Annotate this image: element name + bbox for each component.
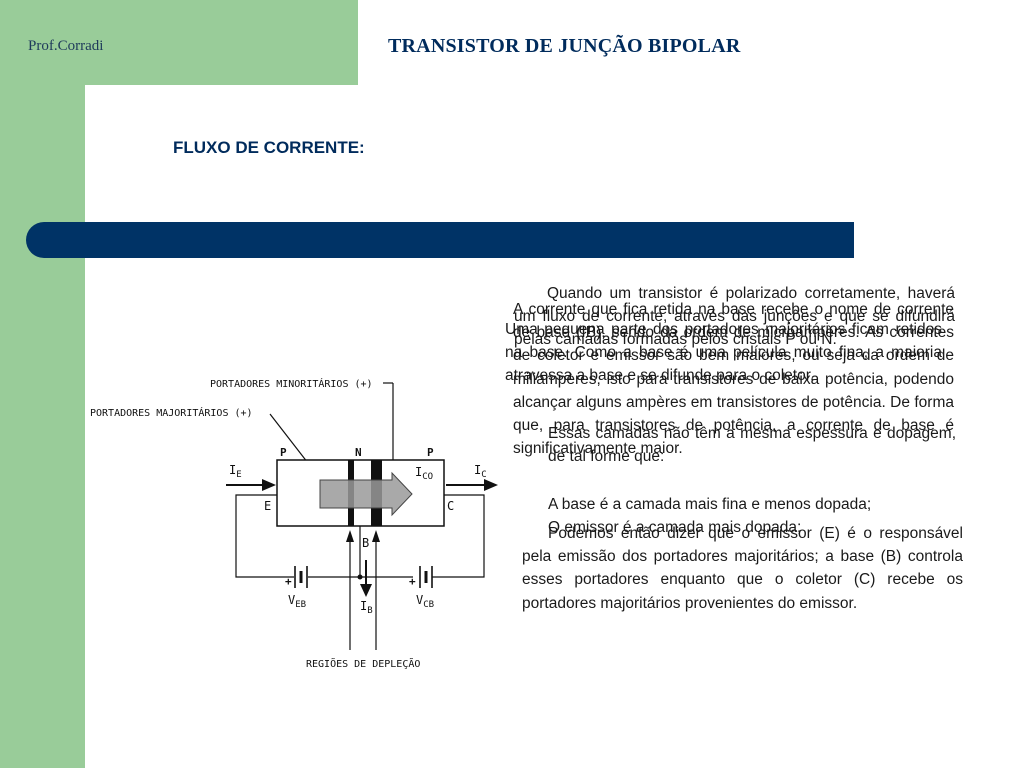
left-sidebar-band [0,0,85,768]
region-label-p-right: P [427,446,434,459]
paragraph-emitter-layer: O emissor é a camada mais dopada; [548,519,802,536]
emitter-wire [235,494,294,578]
veb-label: VEB [288,593,306,610]
section-subtitle: FLUXO DE CORRENTE: [173,138,365,157]
ie-label: IE [229,463,242,480]
collector-wire [432,494,485,578]
ico-label: ICO [415,465,433,482]
transistor-current-flow-diagram: P N P PORTADORES MINORITÁRIOS (+) PORTAD… [90,377,498,670]
majority-flow-arrow [319,471,413,517]
paragraph-base-layer: A base é a camada mais fina e menos dopa… [548,496,872,513]
veb-plus-sign: + [285,575,292,588]
region-label-n: N [355,446,362,459]
top-left-header-band [0,0,358,85]
terminal-e-label: E [264,499,271,513]
label-minority-carriers: PORTADORES MINORITÁRIOS (+) [210,377,373,390]
terminal-c-label: C [447,499,454,513]
decorative-blue-band [26,222,854,258]
terminal-b-label: B [362,536,369,550]
paragraph-polarization: Quando um transistor é polarizado corret… [514,285,955,349]
slide-title: TRANSISTOR DE JUNÇÃO BIPOLAR [388,35,741,57]
region-label-p-left: P [280,446,287,459]
paragraph-conclusion: Podemos então dizer que o emissor (E) é … [522,525,963,612]
vcb-label: VCB [416,593,434,610]
content-card [85,85,1024,768]
ic-label: IC [474,463,487,480]
paragraph-majority-carriers: Uma pequena parte dos portadores majorit… [505,321,942,385]
ib-arrowhead [360,584,372,597]
base-junction-node [357,574,363,580]
ie-arrowhead [262,479,276,491]
paragraph-base-current: A corrente que fica retida na base receb… [513,301,954,458]
paragraph-layer-thickness: Essas camadas não têm a mesma espessura … [548,425,956,466]
label-majority-carriers: PORTADORES MAJORITÁRIOS (+) [90,406,253,419]
ic-arrowhead [484,479,498,491]
ib-label: IB [360,599,373,616]
author-label: Prof.Corradi [28,38,104,54]
vcb-plus-sign: + [409,575,416,588]
label-depletion-regions: REGIÕES DE DEPLEÇÃO [306,657,420,670]
depletion-arrowhead-left [346,530,354,542]
depletion-arrowhead-right [372,530,380,542]
